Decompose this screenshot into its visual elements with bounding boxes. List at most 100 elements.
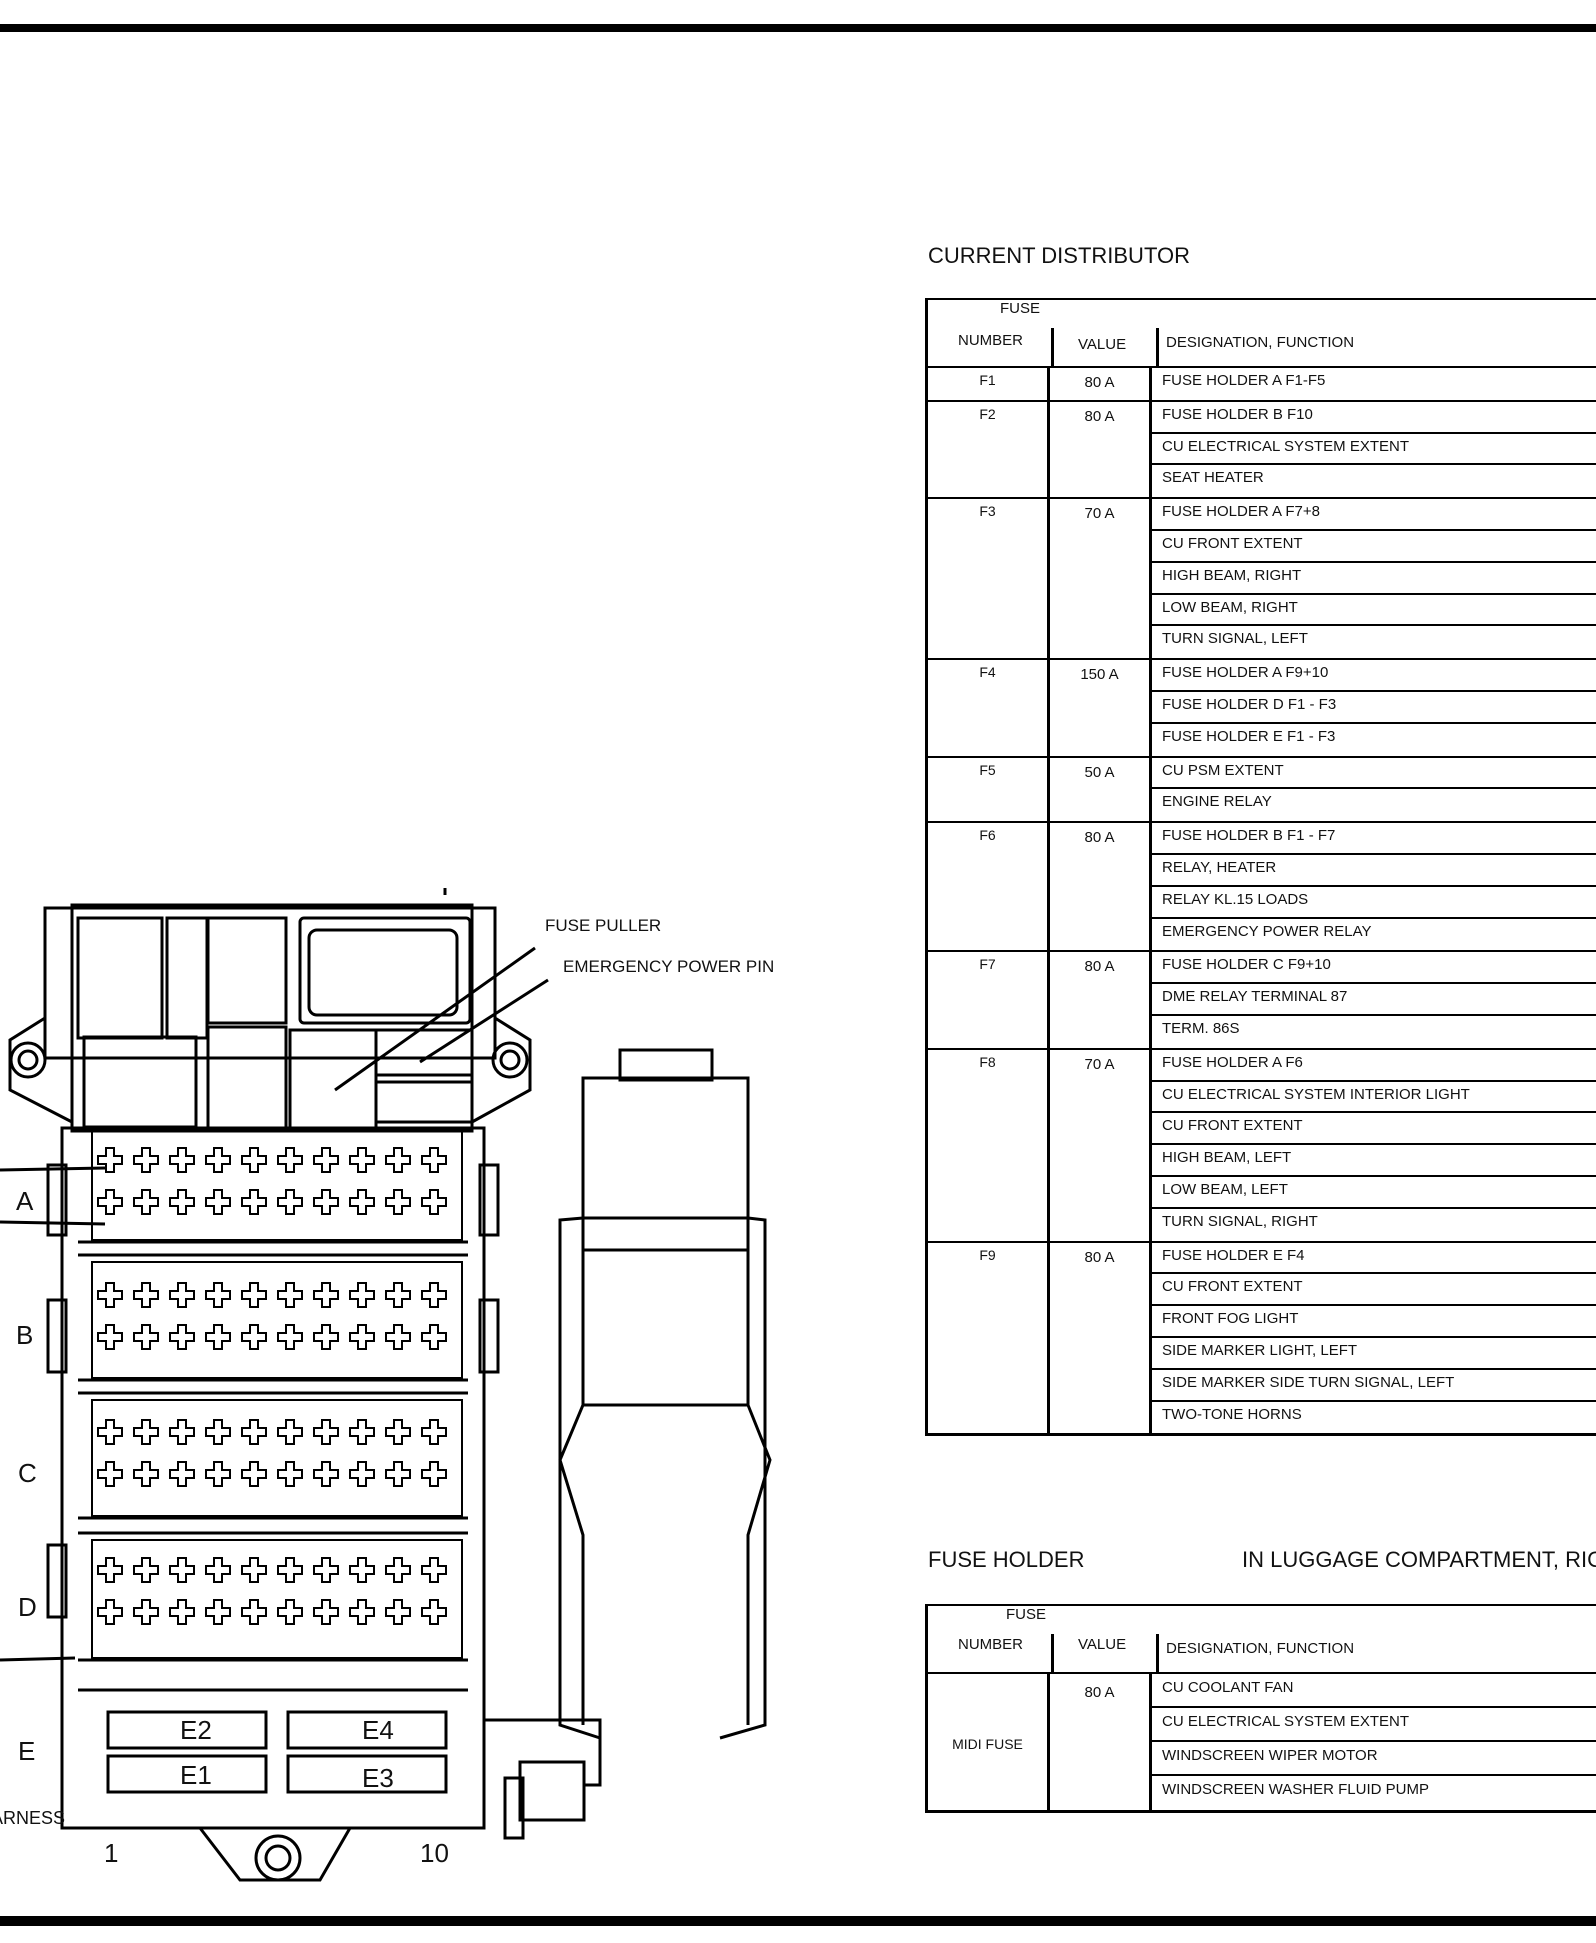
function-line: FUSE HOLDER A F9+10 xyxy=(1152,660,1596,692)
function-line: SEAT HEATER xyxy=(1162,469,1264,487)
midi-fuse-e4: E4 xyxy=(362,1715,394,1745)
function-line: FUSE HOLDER A F1-F5 xyxy=(1162,372,1326,389)
midi-fuse-e1: E1 xyxy=(180,1760,212,1790)
fuse-box-diagram xyxy=(0,888,772,1882)
fuse-slot xyxy=(133,1419,159,1445)
function-line: TURN SIGNAL, RIGHT xyxy=(1162,1212,1318,1230)
function-line: CU FRONT EXTENT xyxy=(1152,531,1596,563)
fuse-slot xyxy=(97,1461,123,1487)
fuse-slot xyxy=(241,1147,267,1173)
fuse-slot xyxy=(385,1599,411,1625)
fuse-slot xyxy=(97,1189,123,1215)
fuse-slot xyxy=(313,1324,339,1350)
fuse-slot xyxy=(349,1599,375,1625)
fuse-slot xyxy=(313,1419,339,1445)
fuse-slot xyxy=(97,1599,123,1625)
fuse-value: 70 A xyxy=(1050,1049,1152,1241)
top-border-rule xyxy=(0,24,1596,32)
fuse-slot xyxy=(241,1189,267,1215)
function-line: FUSE HOLDER E F1 - F3 xyxy=(1162,727,1336,745)
function-line: FUSE HOLDER A F7+8 xyxy=(1152,499,1596,531)
position-start-label: 1 xyxy=(104,1838,119,1868)
function-line: TWO-TONE HORNS xyxy=(1162,1405,1302,1423)
fuse-slot xyxy=(277,1461,303,1487)
function-line: FUSE HOLDER B F1 - F7 xyxy=(1152,823,1596,855)
function-line: FUSE HOLDER A F6 xyxy=(1152,1050,1596,1082)
function-line: FUSE HOLDER B F10 xyxy=(1152,402,1596,434)
fuse-slot xyxy=(241,1557,267,1583)
fuse-number: F2 xyxy=(928,401,1050,498)
function-line: SIDE MARKER LIGHT, LEFT xyxy=(1152,1338,1596,1370)
fuse-slot xyxy=(277,1419,303,1445)
fuse-number: F6 xyxy=(928,823,1050,951)
fuse-slot xyxy=(421,1557,447,1583)
fuse-value: 80 A xyxy=(1050,1242,1152,1434)
function-line: SIDE MARKER SIDE TURN SIGNAL, LEFT xyxy=(1152,1370,1596,1402)
fuse-slot xyxy=(421,1189,447,1215)
fuse-slot xyxy=(385,1461,411,1487)
function-line: FUSE HOLDER D F1 - F3 xyxy=(1152,692,1596,724)
fuse-number: F5 xyxy=(928,757,1050,822)
fuse-slot xyxy=(133,1324,159,1350)
midi-fuse-box xyxy=(106,1754,268,1794)
fuse-slot xyxy=(349,1189,375,1215)
fuse-slot xyxy=(169,1324,195,1350)
fuse-slot xyxy=(241,1419,267,1445)
fuse-slot xyxy=(277,1282,303,1308)
fuse-slot xyxy=(349,1147,375,1173)
function-line: CU COOLANT FAN xyxy=(1152,1674,1596,1708)
fuse-holder-location: IN LUGGAGE COMPARTMENT, RIG xyxy=(1242,1547,1596,1572)
function-line: FRONT FOG LIGHT xyxy=(1152,1306,1596,1338)
holder-letter-c: C xyxy=(18,1458,37,1488)
midi-fuse-box xyxy=(286,1754,448,1794)
fuse-slot xyxy=(205,1324,231,1350)
fuse-holder-frame xyxy=(91,1399,463,1517)
fuse-slot xyxy=(421,1419,447,1445)
fuse-slot xyxy=(133,1599,159,1625)
fuse-slot xyxy=(205,1419,231,1445)
fuse-slot xyxy=(313,1147,339,1173)
fuse-functions: FUSE HOLDER A F1-F5 xyxy=(1152,368,1596,400)
fuse-slot xyxy=(241,1599,267,1625)
fuse-slot xyxy=(277,1147,303,1173)
fuse-slot xyxy=(133,1147,159,1173)
fuse-slot xyxy=(169,1147,195,1173)
fuse-slot xyxy=(421,1599,447,1625)
fuse-slot xyxy=(421,1324,447,1350)
fuse-holder-frame xyxy=(91,1261,463,1379)
fuse-slot xyxy=(421,1461,447,1487)
fuse-number: F1 xyxy=(928,368,1050,400)
fuse-slot xyxy=(169,1189,195,1215)
fuse-value: 80 A xyxy=(1050,1674,1152,1810)
fuse-slot xyxy=(421,1147,447,1173)
function-line: DME RELAY TERMINAL 87 xyxy=(1152,984,1596,1016)
function-line: CU ELECTRICAL SYSTEM INTERIOR LIGHT xyxy=(1152,1082,1596,1114)
fuse-slot-grid xyxy=(91,1127,463,1659)
fuse-number: F8 xyxy=(928,1049,1050,1241)
fuse-slot xyxy=(385,1189,411,1215)
fuse-slot xyxy=(421,1282,447,1308)
fuse-number: F9 xyxy=(928,1242,1050,1434)
header-divider xyxy=(1156,1634,1159,1672)
function-line: EMERGENCY POWER RELAY xyxy=(1162,922,1372,940)
fuse-holder-table: FUSE NUMBER VALUE DESIGNATION, FUNCTION … xyxy=(925,1604,1596,1813)
harness-label: HARNESS xyxy=(0,1808,66,1828)
fuse-slot xyxy=(385,1282,411,1308)
header-fuse: FUSE xyxy=(1000,300,1041,317)
fuse-slot xyxy=(97,1324,123,1350)
fuse-value: 80 A xyxy=(1050,823,1152,951)
fuse-slot xyxy=(205,1147,231,1173)
fuse-slot xyxy=(277,1189,303,1215)
midi-fuse-box xyxy=(286,1710,448,1750)
function-line: TURN SIGNAL, LEFT xyxy=(1162,630,1308,648)
header-designation: DESIGNATION, FUNCTION xyxy=(1166,334,1355,351)
function-line: ENGINE RELAY xyxy=(1162,793,1272,811)
midi-fuse-boxes xyxy=(106,1710,448,1794)
